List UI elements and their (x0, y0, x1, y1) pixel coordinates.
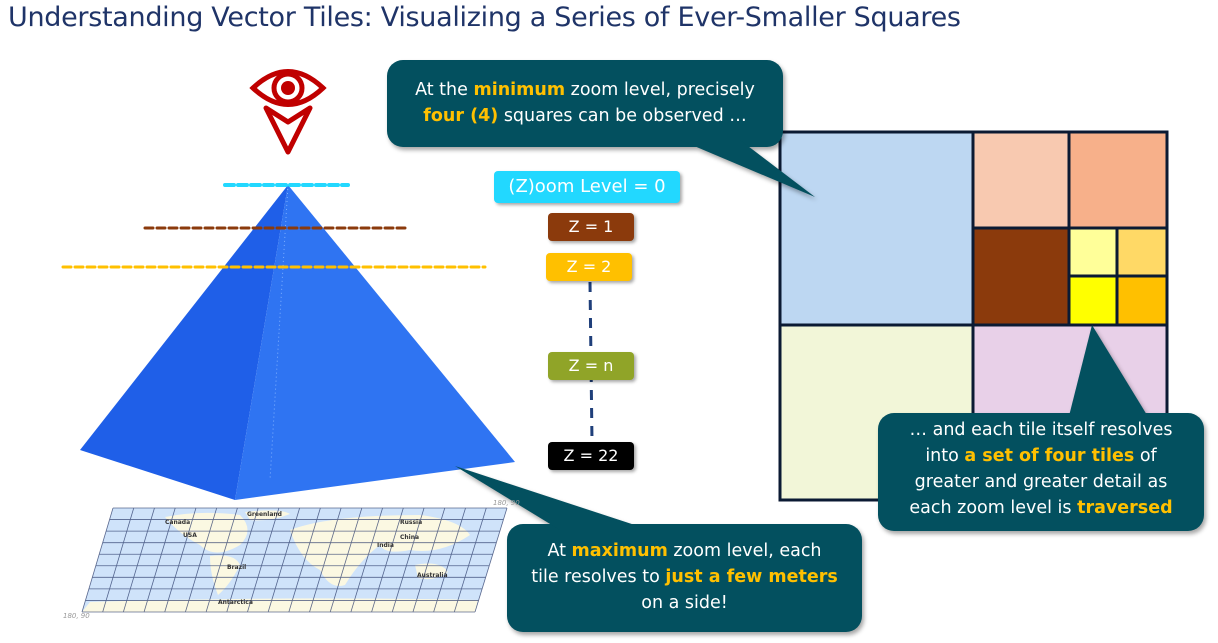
map-grid-line (143, 507, 176, 613)
map-grid-line (164, 507, 197, 613)
map-grid-line (247, 507, 280, 613)
map-grid-line (329, 507, 363, 613)
tile-z3-c (1067, 274, 1119, 327)
tile-z3-b (1115, 226, 1169, 278)
map-grid-line (433, 507, 466, 613)
map-grid-line (412, 507, 446, 613)
map-label: Brazil (227, 564, 246, 571)
map-corner-label: 180, 90 (493, 499, 520, 507)
world-map: Canada USA Greenland Russia China India … (81, 507, 508, 613)
tile-z2-a (971, 130, 1071, 230)
map-corner-label: 180, 90 (63, 612, 90, 620)
map-grid-line (288, 507, 321, 613)
callout-maximum (455, 466, 862, 632)
map-label: Antarctica (218, 599, 253, 606)
map-grid-line (453, 507, 487, 613)
tile-z3-a (1067, 226, 1119, 278)
map-grid-line (267, 507, 301, 613)
tile-z3-d (1115, 274, 1169, 327)
callout-maximum-text: At maximum zoom level, each tile resolve… (531, 541, 838, 613)
page-title: Understanding Vector Tiles: Visualizing … (8, 2, 961, 33)
zoom-level-n-label: Z = n (548, 352, 634, 380)
pyramid (80, 184, 515, 500)
map-grid-line (309, 507, 342, 613)
map-label: India (377, 542, 394, 549)
map-label: Australia (417, 572, 448, 579)
callout-minimum (387, 60, 815, 197)
map-grid-line (185, 507, 218, 613)
map-grid-line (81, 507, 114, 613)
map-grid-line (350, 507, 383, 613)
tile-z2-c (971, 226, 1071, 327)
eye-icon (249, 69, 327, 155)
tile-z2-b (1067, 130, 1169, 230)
map-label: USA (183, 532, 197, 539)
zoom-level-2-label: Z = 2 (546, 253, 632, 281)
map-grid-line (474, 507, 508, 613)
map-grid-line (102, 507, 135, 613)
map-label: Russia (400, 519, 422, 526)
callout-minimum-text: At the minimum zoom level, precisely fou… (415, 80, 755, 126)
map-label: Canada (165, 519, 190, 526)
zoom-level-22-label: Z = 22 (548, 442, 634, 470)
map-grid-line (371, 507, 404, 613)
tile-z1-top-left (778, 130, 975, 327)
map-grid-line (122, 507, 155, 613)
map-grid-line (226, 507, 259, 613)
zoom-level-0-label: (Z)oom Level = 0 (494, 171, 680, 203)
map-grid-line (391, 507, 425, 613)
callout-tiles (878, 325, 1204, 531)
zoom-level-1-label: Z = 1 (548, 213, 634, 241)
map-grid-line (205, 507, 238, 613)
map-label: Greenland (247, 511, 282, 518)
callout-tiles-text: … and each tile itself resolves into a s… (909, 420, 1173, 518)
map-label: China (400, 534, 419, 541)
